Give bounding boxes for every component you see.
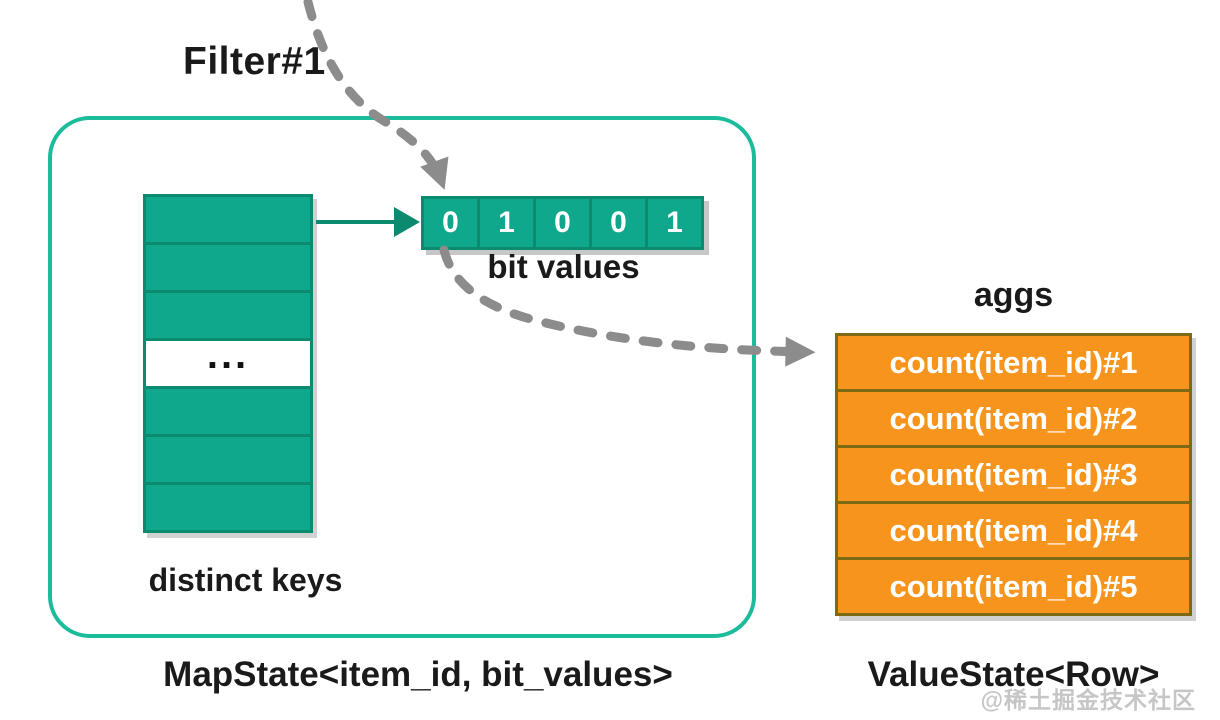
agg-row: count(item_id)#2 xyxy=(835,389,1192,448)
distinct-key-cell xyxy=(143,434,313,485)
bit-cell: 1 xyxy=(648,199,701,247)
distinct-key-cell xyxy=(143,242,313,293)
distinct-key-cell xyxy=(143,194,313,245)
distinct-keys-column: ... xyxy=(143,194,313,533)
bit-values-array: 0 1 0 0 1 xyxy=(421,196,704,250)
mapstate-caption: MapState<item_id, bit_values> xyxy=(163,655,673,694)
aggs-label: aggs xyxy=(973,276,1054,314)
agg-row: count(item_id)#4 xyxy=(835,501,1192,560)
valuestate-caption: ValueState<Row> xyxy=(867,655,1160,694)
key-to-bits-arrowhead-icon xyxy=(394,207,420,237)
bit-values-label: bit values xyxy=(487,248,640,285)
distinct-key-ellipsis-cell: ... xyxy=(143,335,313,389)
filter-label: Filter#1 xyxy=(183,40,326,83)
agg-row: count(item_id)#5 xyxy=(835,557,1192,616)
aggs-stack: count(item_id)#1 count(item_id)#2 count(… xyxy=(835,333,1192,616)
distinct-key-cell xyxy=(143,386,313,437)
distinct-keys-label: distinct keys xyxy=(148,562,343,598)
bit-cell: 1 xyxy=(480,199,533,247)
agg-row: count(item_id)#1 xyxy=(835,333,1192,392)
bit-cell: 0 xyxy=(592,199,645,247)
distinct-key-cell xyxy=(143,482,313,533)
agg-row: count(item_id)#3 xyxy=(835,445,1192,504)
bit-cell: 0 xyxy=(536,199,589,247)
watermark: @稀土掘金技术社区 xyxy=(980,687,1196,713)
bit-cell: 0 xyxy=(424,199,477,247)
key-to-bits-line xyxy=(316,220,396,224)
